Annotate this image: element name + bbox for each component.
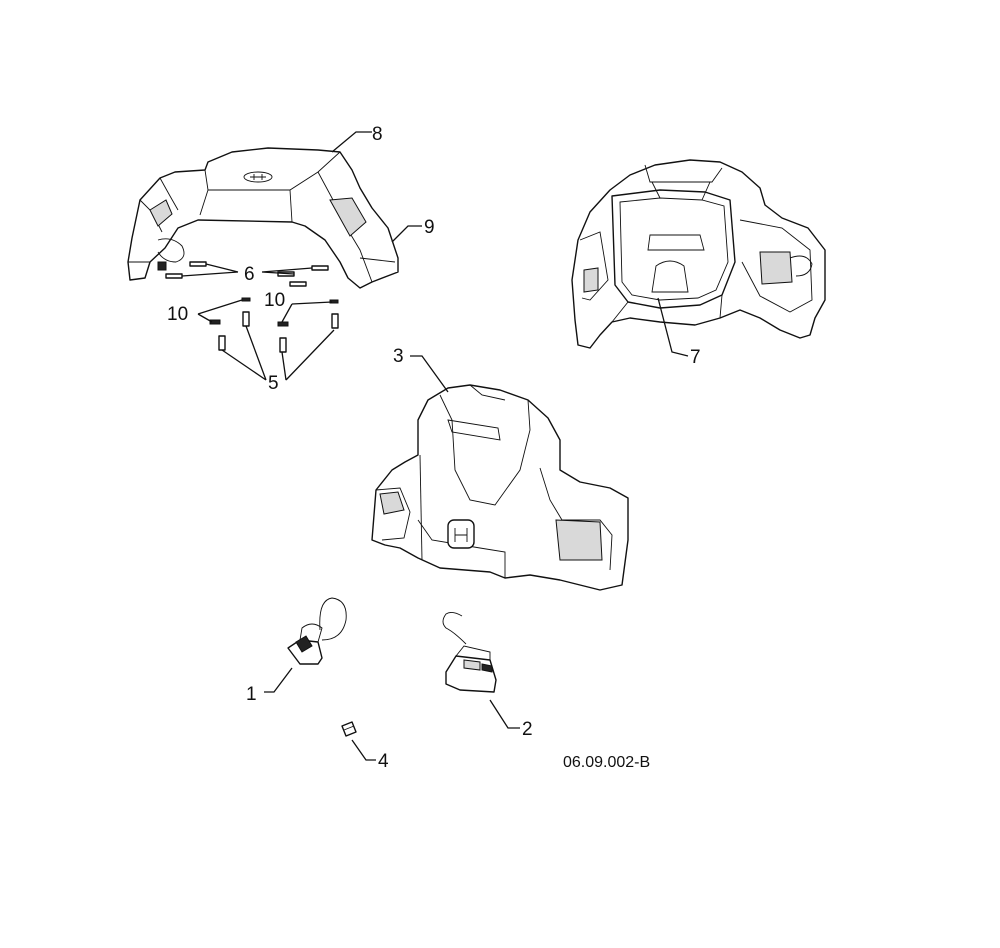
drawing-code: 06.09.002-B [563,754,650,771]
callout-6: 6 [244,264,255,285]
top-cover-assembly [127,147,399,289]
washer-icon [209,297,339,327]
callout-labels: 1 2 3 4 5 6 7 8 9 10 10 [167,124,701,772]
clip-icon [341,721,357,737]
callout-3: 3 [393,346,404,367]
callout-10b: 10 [264,290,285,311]
lamp-socket-icon [287,597,347,665]
callout-1: 1 [246,684,257,705]
callout-5: 5 [268,373,279,394]
hood-panel [371,384,629,591]
screw-icon [218,311,339,353]
leader-lines [181,131,689,761]
callout-4: 4 [378,751,389,772]
callout-7: 7 [690,347,701,368]
hood-underside [571,159,826,349]
callout-10a: 10 [167,304,188,325]
callout-8: 8 [372,124,383,145]
callout-9: 9 [424,217,435,238]
headlight-bulb-harness-icon [442,611,497,693]
callout-2: 2 [522,719,533,740]
